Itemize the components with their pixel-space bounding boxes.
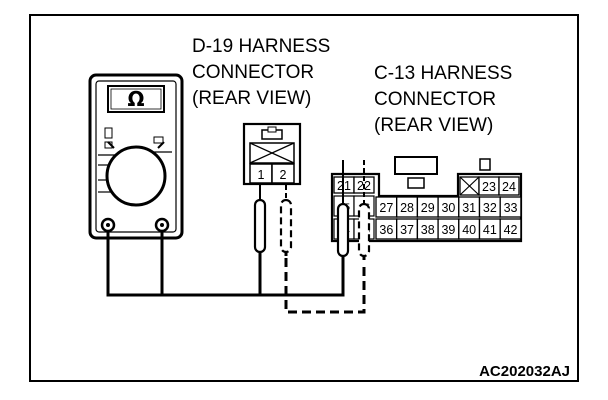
c13-label: C-13 HARNESS CONNECTOR (REAR VIEW) — [374, 63, 512, 136]
d19-connector: 1 2 — [242, 122, 302, 186]
svg-text:D-19 HARNESS: D-19 HARNESS — [192, 36, 330, 57]
c13-pin-41: 41 — [483, 223, 497, 237]
svg-text:CONNECTOR: CONNECTOR — [192, 62, 314, 83]
solid-wire — [106, 231, 345, 297]
c13-pin-24: 24 — [502, 180, 516, 194]
figure-code: AC202032AJ — [479, 363, 570, 380]
c13-pin-38: 38 — [421, 223, 435, 237]
c13-pin-29: 29 — [421, 201, 435, 215]
d19-label: D-19 HARNESS CONNECTOR (REAR VIEW) — [192, 36, 330, 109]
svg-text:(REAR VIEW): (REAR VIEW) — [192, 88, 311, 109]
c13-pin-37: 37 — [400, 223, 414, 237]
d19-pin-2: 2 — [280, 168, 287, 182]
test-probe-icon — [357, 160, 371, 262]
c13-pin-31: 31 — [462, 201, 476, 215]
c13-pin-28: 28 — [400, 201, 414, 215]
c13-pin-42: 42 — [504, 223, 518, 237]
d19-pin-1: 1 — [258, 168, 265, 182]
c13-pin-36: 36 — [379, 223, 393, 237]
svg-text:C-13 HARNESS: C-13 HARNESS — [374, 63, 512, 84]
c13-pin-27: 27 — [379, 201, 393, 215]
test-probe-icon — [253, 185, 267, 258]
test-probe-icon — [336, 160, 350, 262]
c13-row-27-33: 27 28 29 30 31 32 33 — [375, 196, 522, 218]
c13-pin-30: 30 — [441, 201, 455, 215]
dashed-wire — [284, 258, 366, 314]
ohmmeter-icon: Ω — [88, 73, 184, 240]
c13-pin-cell — [499, 218, 522, 240]
c13-pin-21: 21 — [337, 179, 351, 193]
c13-pin-33: 33 — [504, 201, 518, 215]
c13-pin-cell — [499, 196, 522, 218]
diagram-frame — [29, 14, 579, 382]
svg-text:CONNECTOR: CONNECTOR — [374, 89, 496, 110]
c13-row-36-42: 36 37 38 39 40 41 42 — [375, 218, 522, 240]
c13-pin-23: 23 — [482, 180, 496, 194]
c13-pin-40: 40 — [462, 223, 476, 237]
meter-symbol: Ω — [127, 87, 144, 111]
c13-pin-32: 32 — [483, 201, 497, 215]
c13-pin-39: 39 — [441, 223, 455, 237]
test-probe-icon — [279, 185, 293, 258]
svg-text:(REAR VIEW): (REAR VIEW) — [374, 115, 493, 136]
selector-dial — [105, 145, 167, 207]
